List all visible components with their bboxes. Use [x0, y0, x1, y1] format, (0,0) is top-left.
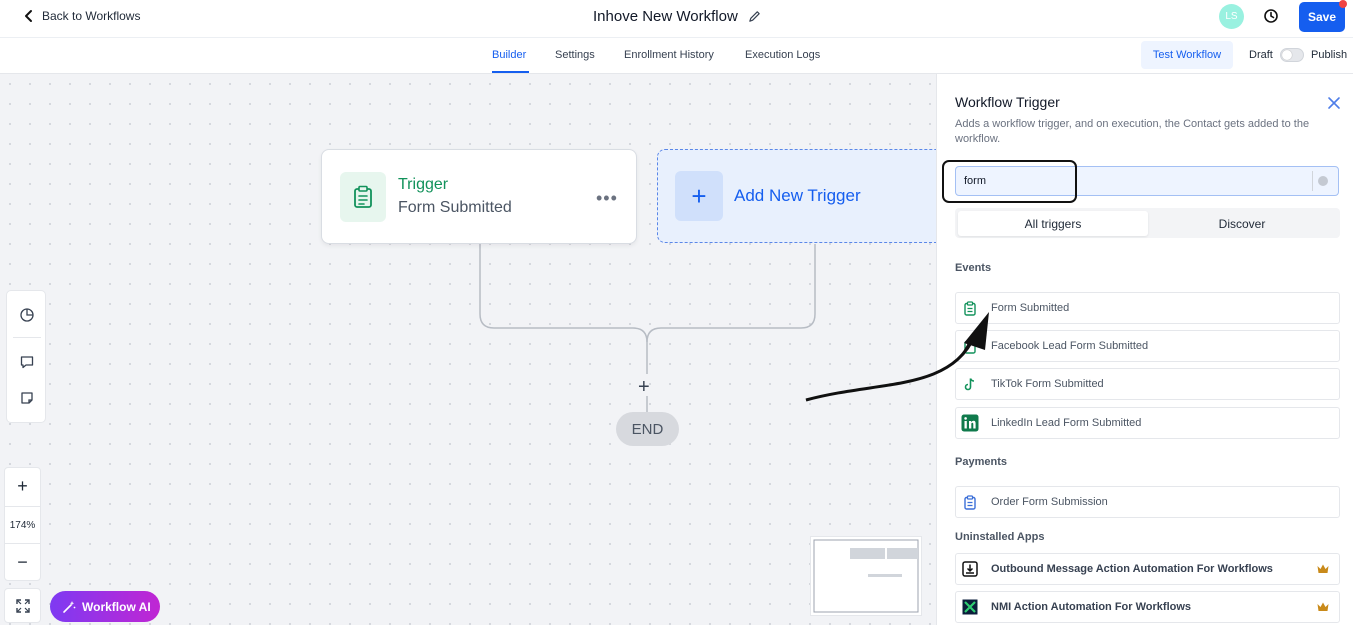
chevron-left-icon — [25, 10, 32, 22]
save-notification-dot — [1339, 0, 1347, 8]
trigger-option-label: Form Submitted — [991, 302, 1070, 314]
tab-builder[interactable]: Builder — [492, 49, 527, 61]
trigger-search-input[interactable] — [964, 173, 1304, 189]
publish-toggle[interactable] — [1280, 48, 1304, 62]
add-step-plus-button[interactable]: + — [638, 376, 650, 398]
trigger-filter-tabs: All triggers Discover — [955, 208, 1340, 238]
sub-navigation: Builder Settings Enrollment History Exec… — [0, 38, 1353, 74]
add-new-trigger-label: Add New Trigger — [734, 186, 861, 205]
end-node: END — [616, 412, 679, 446]
trigger-option-label: TikTok Form Submitted — [991, 378, 1104, 390]
trigger-option-label: Facebook Lead Form Submitted — [991, 340, 1149, 352]
search-divider — [1312, 171, 1313, 191]
trigger-option-facebook-lead-form[interactable]: Facebook Lead Form Submitted — [955, 330, 1340, 362]
trigger-option-label: Order Form Submission — [991, 496, 1108, 508]
fit-view-button[interactable] — [4, 588, 41, 623]
app-option-label: Outbound Message Action Automation For W… — [991, 563, 1273, 575]
avatar[interactable]: LS — [1219, 4, 1244, 29]
workflow-title-text: Inhove New Workflow — [593, 8, 738, 25]
magic-wand-icon — [63, 600, 76, 613]
workflow-trigger-panel: Workflow Trigger Adds a workflow trigger… — [936, 74, 1353, 625]
comment-icon[interactable] — [17, 352, 37, 372]
analytics-icon[interactable] — [17, 305, 37, 325]
app-option-label: NMI Action Automation For Workflows — [991, 601, 1192, 613]
publish-label: Publish — [1311, 49, 1348, 61]
workflow-title: Inhove New Workflow — [593, 8, 761, 25]
tab-discover[interactable]: Discover — [1218, 216, 1266, 231]
test-workflow-button[interactable]: Test Workflow — [1141, 41, 1233, 69]
linkedin-icon — [956, 408, 984, 438]
clipboard-icon — [956, 487, 984, 517]
workflow-ai-label: Workflow AI — [82, 599, 151, 614]
clear-search-icon[interactable] — [1318, 176, 1328, 186]
trigger-option-linkedin-lead-form[interactable]: LinkedIn Lead Form Submitted — [955, 407, 1340, 439]
tab-all-triggers[interactable]: All triggers — [958, 211, 1148, 236]
outbound-app-icon — [956, 554, 984, 584]
sticky-note-icon[interactable] — [17, 388, 37, 408]
clipboard-icon — [340, 172, 386, 222]
canvas-tools — [6, 290, 46, 423]
back-to-workflows-link[interactable]: Back to Workflows — [22, 9, 140, 23]
uninstalled-apps-heading: Uninstalled Apps — [955, 531, 1045, 543]
nmi-app-icon — [956, 592, 984, 622]
panel-description: Adds a workflow trigger, and on executio… — [955, 118, 1310, 145]
tiktok-icon — [956, 369, 984, 399]
trigger-node[interactable]: Trigger Form Submitted ••• — [321, 149, 637, 244]
events-heading: Events — [955, 262, 992, 274]
save-button[interactable]: Save — [1299, 2, 1345, 32]
history-icon[interactable] — [1262, 7, 1280, 25]
app-option-outbound-message[interactable]: Outbound Message Action Automation For W… — [955, 553, 1340, 585]
active-tab-indicator — [492, 71, 529, 73]
trigger-node-title: Trigger — [398, 176, 449, 193]
tool-divider — [13, 337, 41, 338]
top-bar: Back to Workflows Inhove New Workflow LS… — [0, 0, 1353, 38]
draft-label: Draft — [1249, 49, 1273, 61]
zoom-in-button[interactable]: + — [17, 475, 28, 496]
add-new-trigger-node[interactable]: + Add New Trigger — [657, 149, 936, 243]
close-icon[interactable] — [1327, 96, 1341, 110]
trigger-option-label: LinkedIn Lead Form Submitted — [991, 417, 1142, 429]
crown-icon — [1317, 602, 1329, 611]
zoom-controls: + 174% − — [4, 467, 41, 581]
clipboard-icon — [956, 331, 984, 361]
trigger-option-form-submitted[interactable]: Form Submitted — [955, 292, 1340, 324]
clipboard-icon — [956, 293, 984, 323]
trigger-search — [942, 160, 1339, 203]
tab-settings[interactable]: Settings — [555, 49, 595, 61]
app-option-nmi-action[interactable]: NMI Action Automation For Workflows — [955, 591, 1340, 623]
zoom-level: 174% — [5, 506, 40, 544]
connector-lines — [479, 244, 816, 412]
edit-pencil-icon[interactable] — [748, 10, 761, 23]
trigger-option-tiktok-form[interactable]: TikTok Form Submitted — [955, 368, 1340, 400]
plus-icon: + — [675, 171, 723, 221]
workflow-ai-button[interactable]: Workflow AI — [50, 591, 160, 622]
tab-execution-logs[interactable]: Execution Logs — [745, 49, 821, 61]
back-label: Back to Workflows — [42, 9, 141, 23]
crown-icon — [1317, 564, 1329, 573]
expand-icon — [15, 598, 30, 613]
workflow-canvas[interactable]: Trigger Form Submitted ••• + Add New Tri… — [0, 74, 936, 625]
trigger-node-subtitle: Form Submitted — [398, 199, 512, 216]
tab-enrollment-history[interactable]: Enrollment History — [624, 49, 714, 61]
trigger-option-order-form-submission[interactable]: Order Form Submission — [955, 486, 1340, 518]
panel-title: Workflow Trigger — [955, 94, 1060, 110]
payments-heading: Payments — [955, 456, 1007, 468]
zoom-out-button[interactable]: − — [17, 551, 28, 572]
minimap-preview — [813, 539, 919, 613]
minimap[interactable] — [810, 536, 922, 616]
more-options-icon[interactable]: ••• — [596, 188, 618, 208]
